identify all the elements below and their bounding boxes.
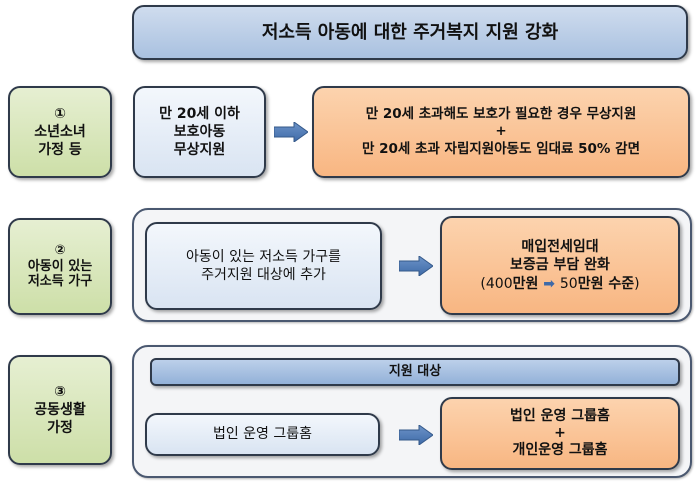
category-number: ③ [54, 383, 66, 400]
right-arrow-icon [399, 256, 433, 276]
category-label: 아동이 있는 [27, 258, 93, 274]
after-text: 개인운영 그룹홈 [512, 441, 608, 458]
category-label: 가정 등 [38, 142, 82, 159]
category-1: ① 소년소녀 가정 등 [8, 86, 112, 178]
after-box-3: 법인 운영 그룹홈 + 개인운영 그룹홈 [440, 397, 680, 470]
after-text: 매입전세임대 [521, 239, 599, 256]
category-number: ① [54, 105, 66, 122]
plus-sign: + [554, 425, 566, 442]
after-text: 보증금 부담 완화 [510, 257, 610, 274]
before-text: 무상지원 [173, 142, 226, 159]
before-text: 법인 운영 그룹홈 [212, 426, 313, 443]
before-text: 보호아동 [173, 123, 226, 140]
before-box-1: 만 20세 이하 보호아동 무상지원 [133, 86, 266, 178]
paren: ) [634, 275, 640, 292]
plus-sign: + [495, 123, 507, 140]
after-text: 만 20세 초과해도 보호가 필요한 경우 무상지원 [365, 105, 637, 122]
support-target-bar: 지원 대상 [150, 358, 680, 386]
category-label: 저소득 가구 [27, 274, 93, 290]
before-text: 아동이 있는 저소득 가구를 [185, 248, 342, 265]
title-box: 저소득 아동에 대한 주거복지 지원 강화 [132, 5, 688, 60]
after-text: 법인 운영 그룹홈 [510, 408, 610, 425]
unit: 만원 [512, 275, 539, 292]
bar-label: 지원 대상 [388, 363, 442, 379]
category-label: 가정 [47, 420, 73, 437]
category-3: ③ 공동생활 가정 [8, 355, 112, 465]
category-2: ② 아동이 있는 저소득 가구 [8, 218, 112, 315]
before-text: 만 20세 이하 [159, 105, 240, 122]
after-box-1: 만 20세 초과해도 보호가 필요한 경우 무상지원 + 만 20세 초과 자립… [312, 86, 690, 178]
after-box-2: 매입전세임대 보증금 부담 완화 (400만원 ➡ 50만원 수준) [440, 216, 680, 315]
right-arrow-icon: ➡ [543, 275, 555, 292]
old-amount: (400 [480, 275, 513, 292]
right-arrow-icon [399, 425, 433, 445]
unit: 만원 수준 [577, 275, 635, 292]
amount-change: (400만원 ➡ 50만원 수준) [480, 275, 639, 293]
page-title: 저소득 아동에 대한 주거복지 지원 강화 [261, 21, 559, 43]
category-label: 소년소녀 [34, 123, 86, 140]
right-arrow-icon [274, 122, 308, 142]
new-amount: 50 [559, 275, 578, 292]
category-number: ② [54, 243, 66, 259]
before-box-2: 아동이 있는 저소득 가구를 주거지원 대상에 추가 [145, 222, 382, 310]
before-box-3: 법인 운영 그룹홈 [145, 413, 380, 456]
before-text: 주거지원 대상에 추가 [201, 267, 326, 283]
category-label: 공동생활 [34, 401, 86, 418]
after-text: 만 20세 초과 자립지원아동도 임대료 50% 감면 [361, 140, 641, 157]
